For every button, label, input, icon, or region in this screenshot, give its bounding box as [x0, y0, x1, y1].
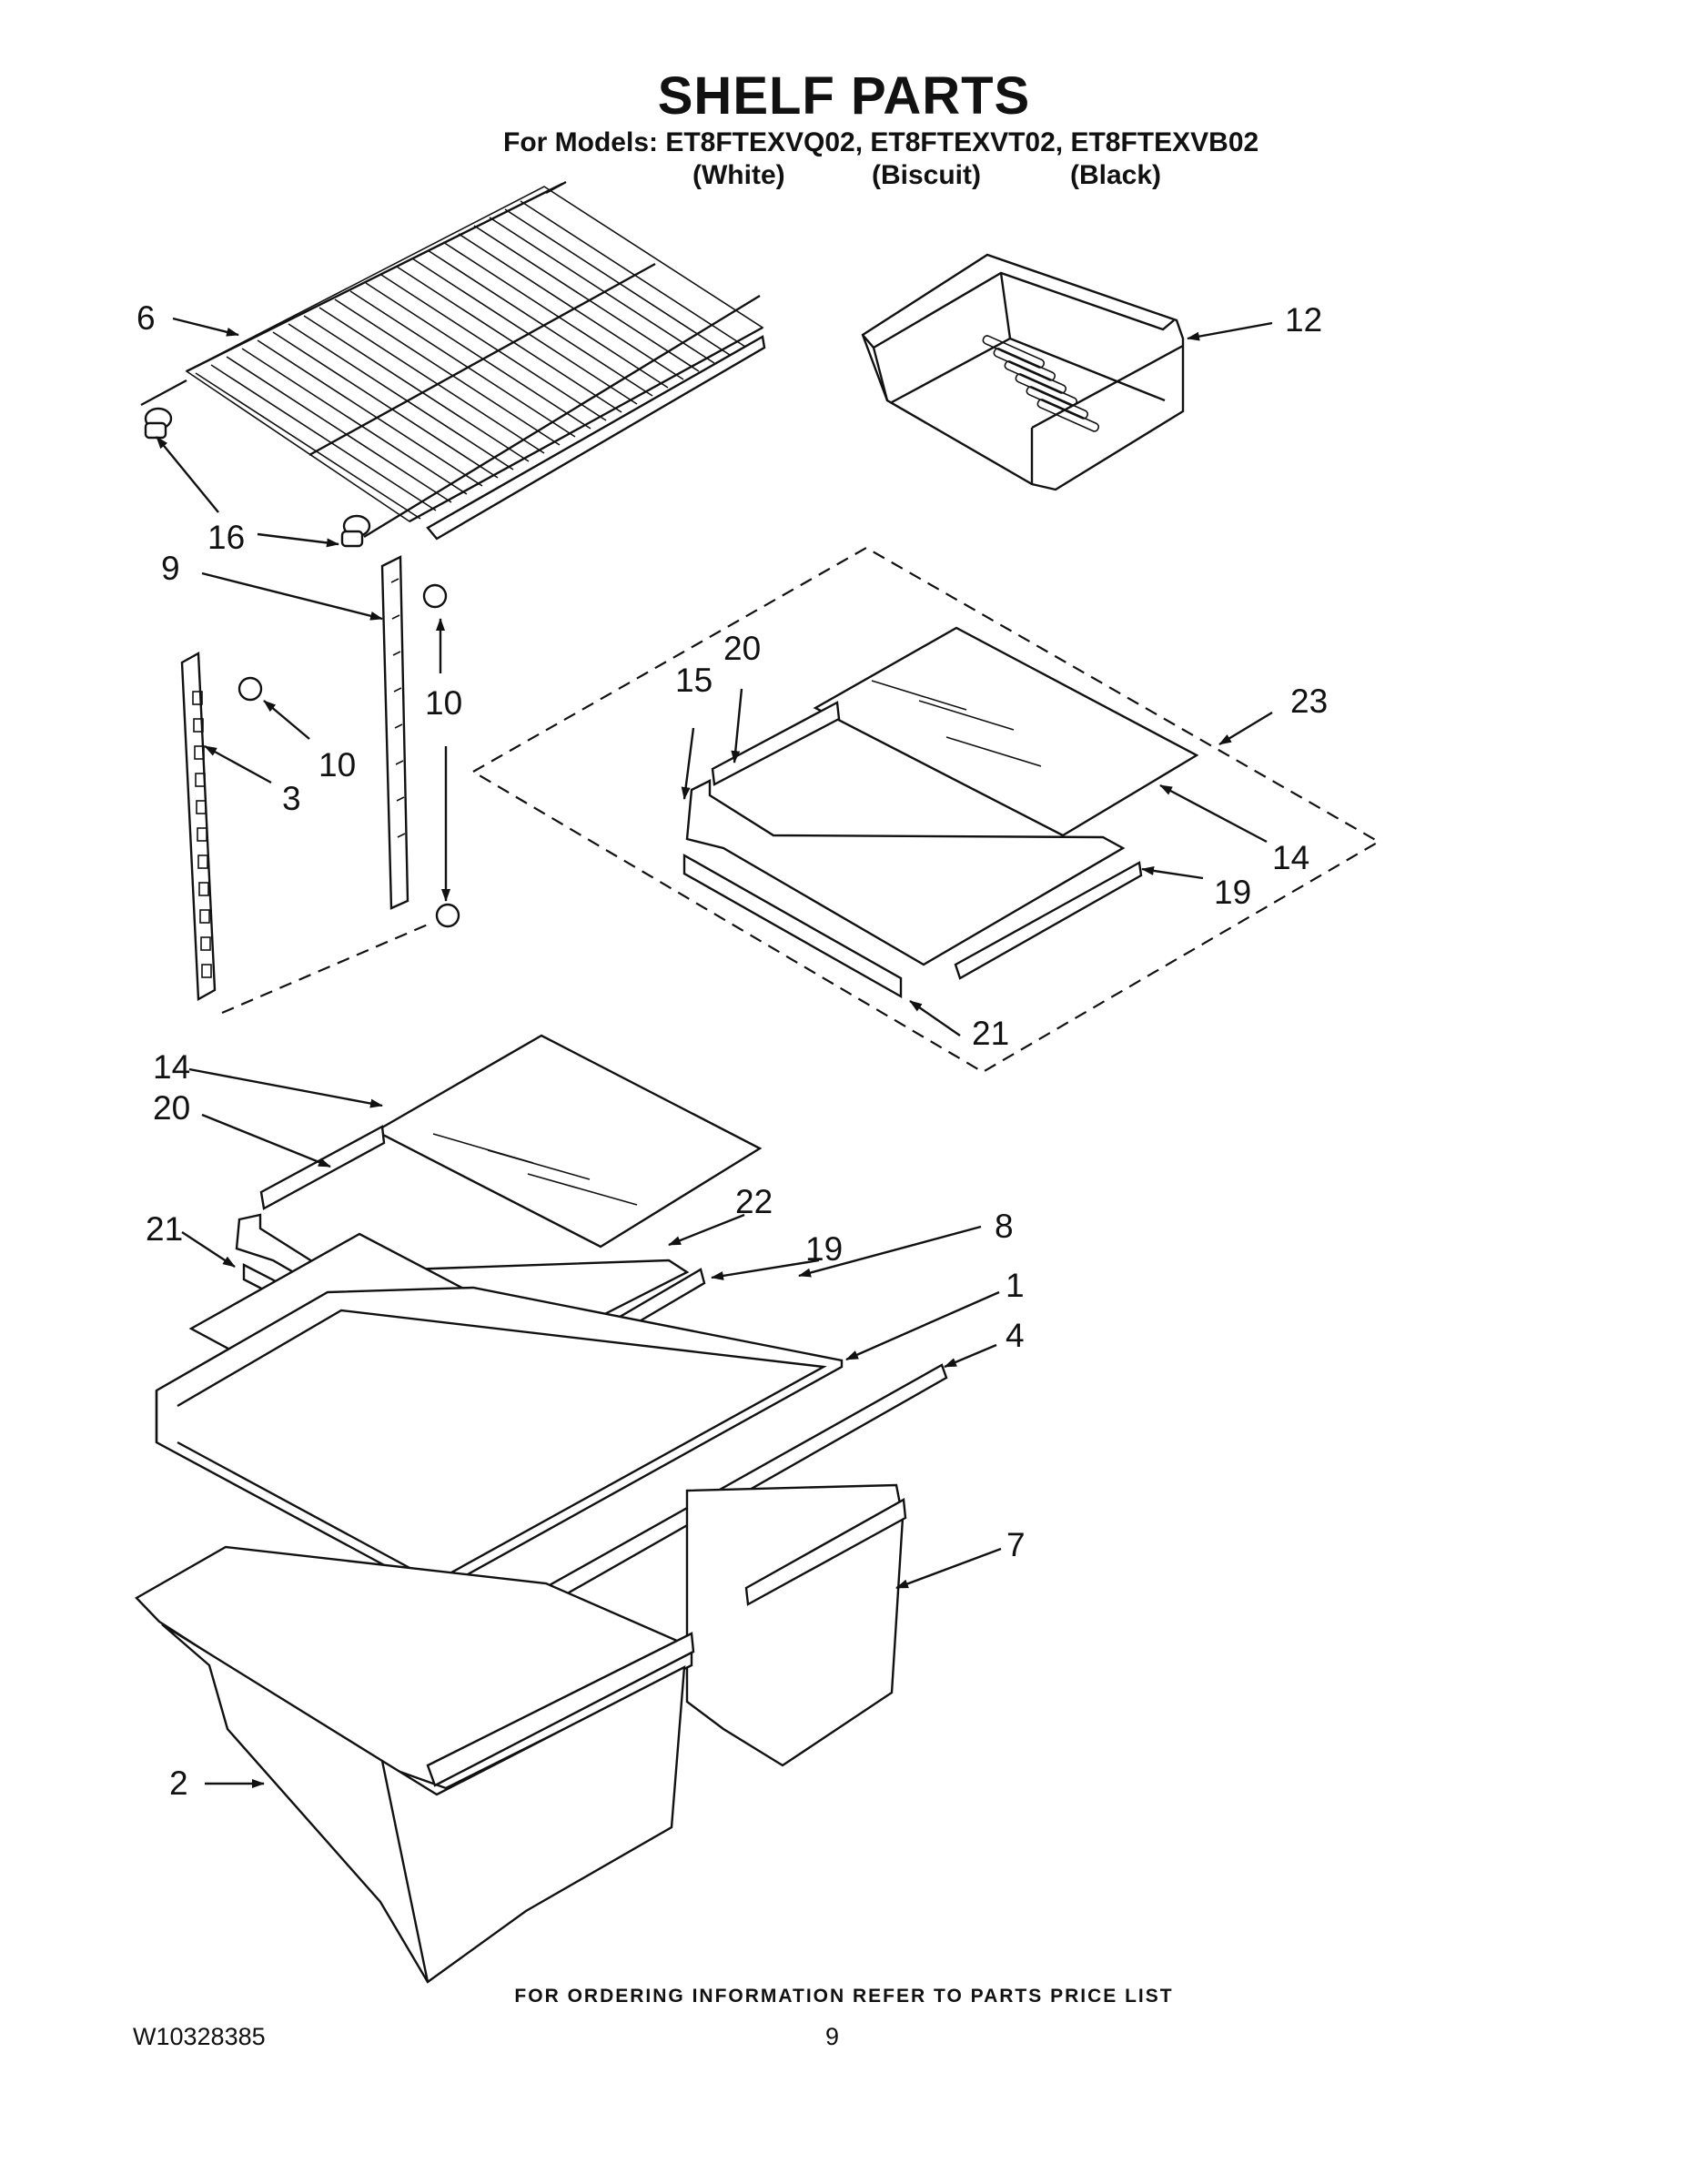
shelf-rails-parts-9-3-10	[180, 555, 460, 1015]
callout-2: 2	[169, 1764, 188, 1802]
callout-8: 8	[995, 1208, 1014, 1245]
drawer-part-2	[135, 1545, 695, 1984]
callout-1: 1	[1006, 1267, 1025, 1304]
callout-16: 16	[207, 519, 245, 556]
callout-14-lower: 14	[153, 1048, 190, 1086]
document-id: W10328385	[133, 2023, 266, 2050]
callout-10-left: 10	[318, 746, 356, 784]
callout-9: 9	[161, 550, 180, 587]
callout-20-lower: 20	[153, 1089, 190, 1127]
color-black: (Black)	[1070, 160, 1162, 190]
page-number: 9	[825, 2023, 840, 2050]
callout-19-lower: 19	[805, 1230, 843, 1268]
drawer-part-7	[685, 1483, 907, 1767]
models-line: For Models: ET8FTEXVQ02, ET8FTEXVT02, ET…	[503, 127, 1259, 157]
callout-leaders	[156, 317, 1273, 1788]
callout-23: 23	[1290, 682, 1328, 720]
ordering-note: FOR ORDERING INFORMATION REFER TO PARTS …	[514, 1986, 1174, 2007]
crisper-pan-part-12	[861, 253, 1185, 491]
callout-15: 15	[675, 662, 713, 699]
callout-21-upper: 21	[972, 1015, 1009, 1052]
callout-10-right: 10	[425, 684, 462, 722]
color-white: (White)	[692, 160, 785, 190]
callout-19-upper: 19	[1214, 874, 1251, 911]
callout-7: 7	[1006, 1526, 1026, 1563]
page-title: SHELF PARTS	[657, 66, 1031, 126]
callout-22: 22	[735, 1183, 773, 1220]
wire-shelf-part-6	[140, 180, 766, 541]
callout-6: 6	[136, 299, 156, 337]
callout-12: 12	[1285, 301, 1322, 339]
callout-labels: 6 12 16 9 10 10 3 15 20 23 14 19 21 14 2…	[136, 299, 1328, 1802]
callout-21-lower: 21	[146, 1210, 183, 1248]
callout-4: 4	[1006, 1317, 1025, 1354]
color-biscuit: (Biscuit)	[872, 160, 981, 190]
glass-shelf-assembly-part-23	[470, 546, 1381, 1074]
end-cap-part-16	[144, 407, 371, 548]
callout-14-upper: 14	[1272, 839, 1309, 876]
callout-3: 3	[282, 780, 301, 817]
callout-20-upper: 20	[723, 630, 761, 667]
